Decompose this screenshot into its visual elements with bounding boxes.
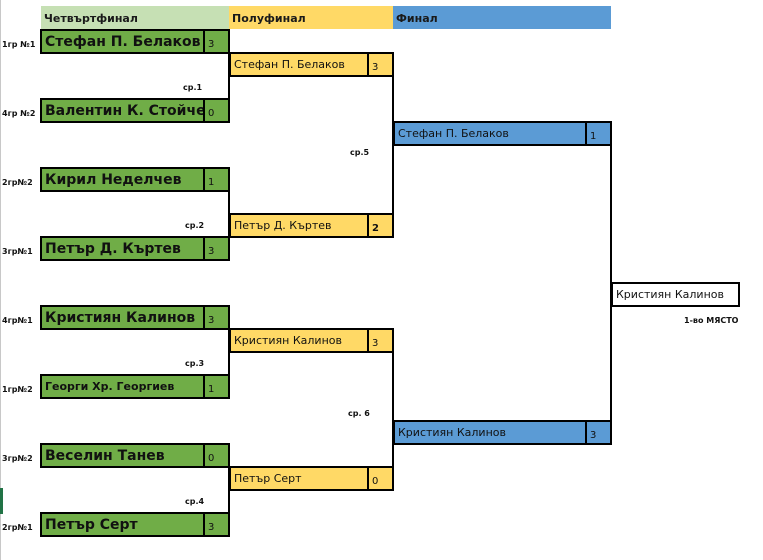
seed-label: 3гр№1	[2, 247, 33, 256]
player-name: Георги Хр. Георгиев	[45, 380, 175, 393]
final-entry[interactable]: Кристиян Калинов 3	[393, 420, 612, 445]
seed-label: 1гр№2	[2, 385, 33, 394]
player-name: Петър Д. Къртев	[45, 240, 181, 257]
semifinal-entry[interactable]: Стефан П. Белаков 3	[229, 52, 394, 77]
match-label: ср.4	[185, 497, 205, 506]
seed-label: 3гр№2	[2, 454, 33, 463]
match-label: ср.2	[185, 221, 205, 230]
final-entry[interactable]: Стефан П. Белаков 1	[393, 121, 612, 146]
player-name: Веселин Танев	[45, 447, 165, 464]
player-name: Кристиян Калинов	[234, 334, 342, 347]
header-final: Финал	[393, 6, 611, 29]
player-name: Валентин К. Стойчев	[45, 102, 203, 119]
winner-entry[interactable]: Кристиян Калинов	[611, 282, 740, 307]
match-label: ср.5	[350, 148, 370, 157]
player-score: 3	[367, 54, 392, 75]
semifinal-entry[interactable]: Петър Д. Къртев 2	[229, 213, 394, 238]
player-name: Стефан П. Белаков	[45, 33, 201, 50]
match-label: ср.1	[183, 83, 203, 92]
player-score: 3	[367, 330, 392, 351]
player-score: 0	[367, 468, 392, 489]
player-name: Кирил Неделчев	[45, 171, 182, 188]
seed-label: 2гр№1	[2, 523, 33, 532]
player-score: 0	[203, 445, 228, 466]
seed-label: 1гр №1	[2, 40, 36, 49]
player-name: Петър Серт	[45, 516, 138, 533]
quarterfinal-entry[interactable]: Валентин К. Стойчев 0	[40, 98, 230, 123]
player-name: Стефан П. Белаков	[398, 127, 509, 140]
player-score: 1	[585, 123, 610, 144]
quarterfinal-entry[interactable]: Петър Д. Къртев 3	[40, 236, 230, 261]
player-name: Стефан П. Белаков	[234, 58, 345, 71]
quarterfinal-entry[interactable]: Кирил Неделчев 1	[40, 167, 230, 192]
player-score: 3	[203, 238, 228, 259]
player-name: Петър Д. Къртев	[234, 219, 332, 232]
match-label: ср.3	[185, 359, 205, 368]
quarterfinal-entry[interactable]: Веселин Танев 0	[40, 443, 230, 468]
player-score: 3	[203, 514, 228, 535]
player-score: 3	[203, 31, 228, 52]
seed-label: 4гр№1	[2, 316, 33, 325]
quarterfinal-entry[interactable]: Стефан П. Белаков 3	[40, 29, 230, 54]
sheet-left-border	[0, 0, 1, 560]
player-name: Кристиян Калинов	[398, 426, 506, 439]
seed-label: 2гр№2	[2, 178, 33, 187]
header-semifinal: Полуфинал	[229, 6, 393, 29]
match-label: ср. 6	[348, 409, 370, 418]
player-score: 3	[585, 422, 610, 443]
header-quarterfinal: Четвъртфинал	[41, 6, 229, 29]
quarterfinal-entry[interactable]: Петър Серт 3	[40, 512, 230, 537]
seed-label: 4гр №2	[2, 109, 36, 118]
player-score: 3	[203, 307, 228, 328]
player-score: 0	[203, 100, 228, 121]
first-place-label: 1-во МЯСТО	[684, 316, 739, 325]
player-name: Кристиян Калинов	[45, 309, 196, 326]
quarterfinal-entry[interactable]: Георги Хр. Георгиев 1	[40, 374, 230, 399]
player-score: 1	[203, 376, 228, 397]
winner-name: Кристиян Калинов	[616, 288, 724, 301]
player-score: 2	[367, 215, 392, 236]
semifinal-entry[interactable]: Кристиян Калинов 3	[229, 328, 394, 353]
bracket-line	[392, 351, 394, 468]
player-name: Петър Серт	[234, 472, 302, 485]
row-selection-marker	[0, 488, 3, 514]
player-score: 1	[203, 169, 228, 190]
quarterfinal-entry[interactable]: Кристиян Калинов 3	[40, 305, 230, 330]
semifinal-entry[interactable]: Петър Серт 0	[229, 466, 394, 491]
